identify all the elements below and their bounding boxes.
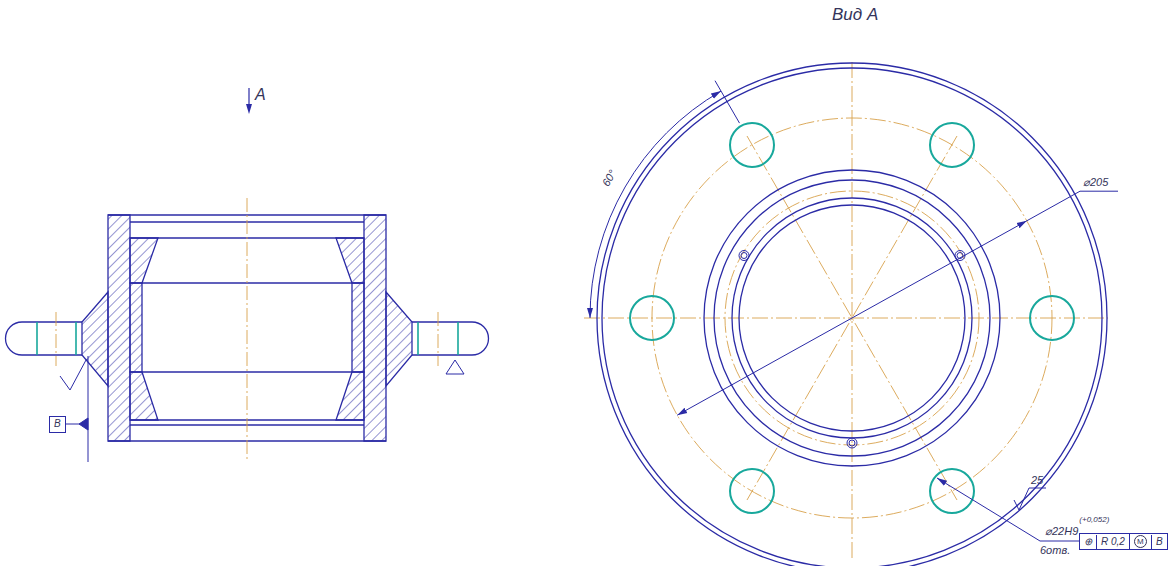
center-line [438,312,439,366]
bolt-hole [630,296,674,340]
roughness-symbol [446,360,464,374]
dimension-line [590,81,1118,541]
small-hole [741,253,747,259]
tolerance-cell: M [1129,534,1151,549]
dimension-line [590,91,721,318]
roughness-symbol [1014,488,1046,510]
center-line [56,312,57,366]
center-line [247,198,248,462]
frame-text: B [54,418,61,429]
center-line [652,118,1052,518]
flange-view [584,62,1118,566]
hatched-section [336,372,364,420]
hatched-section [130,238,158,283]
frame-text: ⊕ [1084,536,1092,547]
hatched-section [130,283,142,372]
hole-edge [37,322,458,355]
contour-line [412,322,489,355]
dimension-line [1027,191,1118,221]
bolt-hole [630,123,1074,513]
center-line [852,62,853,560]
small-hole [739,251,965,449]
hatched-section [364,215,386,441]
datum-symbol [88,356,89,462]
bolt-hole [930,123,974,167]
dimension-line [715,81,740,123]
tolerance-value: (+0,052) [1079,516,1109,525]
contour-line [597,63,1107,566]
center-line [584,62,1108,560]
contour-line [597,63,1107,566]
datum-symbol [66,356,88,462]
hole-dimension: ⌀22H9 [1045,525,1078,537]
tolerance-cell: B [1151,535,1167,549]
hole-edge [457,322,459,355]
center-line [56,198,438,462]
hatched-section [108,215,130,441]
hatched-section [336,238,364,283]
frame-text: R 0,2 [1101,536,1125,547]
roughness-value: 25 [1031,474,1043,486]
datum-symbol [66,424,80,425]
hole-edge [417,322,419,355]
bolt-hole [1030,296,1074,340]
contour-line [6,322,83,355]
hole-edge [75,322,77,355]
dimension-line [937,478,1040,541]
bolt-hole [930,469,974,513]
datum-symbol [79,418,88,430]
tolerance-frame: ⊕ R 0,2 MB [1079,533,1168,550]
view-arrow [246,104,252,114]
hatched-section [386,292,412,386]
view-letter: A [255,86,266,104]
datum-letter: B [50,417,65,431]
hatched-section [352,283,364,372]
frame-text: B [1156,536,1163,547]
roughness-symbol [1014,488,1046,510]
dimension-line [677,221,1027,415]
view-title: Вид А [832,6,878,25]
contour-line [602,68,1102,566]
roughness-symbol [60,360,464,390]
contour-line [142,371,352,372]
section-view [6,198,489,462]
hatched-section [130,372,158,420]
view-arrow [248,88,249,106]
bolt-hole [730,123,774,167]
frame-text: M [1134,535,1147,548]
tolerance-cell: R 0,2 [1096,535,1129,549]
angle-dimension: 60° [600,168,619,188]
hole-count: 6отв. [1040,544,1070,556]
small-hole [849,440,855,446]
small-hole [847,438,857,448]
roughness-symbol [60,360,88,390]
tolerance-cell: ⊕ [1080,535,1096,549]
hole-edge [36,322,38,355]
datum-box: B [49,416,66,433]
bolt-hole [730,469,774,513]
hatched-section [82,292,108,386]
view-arrow [246,88,252,114]
small-hole [739,251,749,261]
diameter-dimension: ⌀205 [1083,176,1108,188]
